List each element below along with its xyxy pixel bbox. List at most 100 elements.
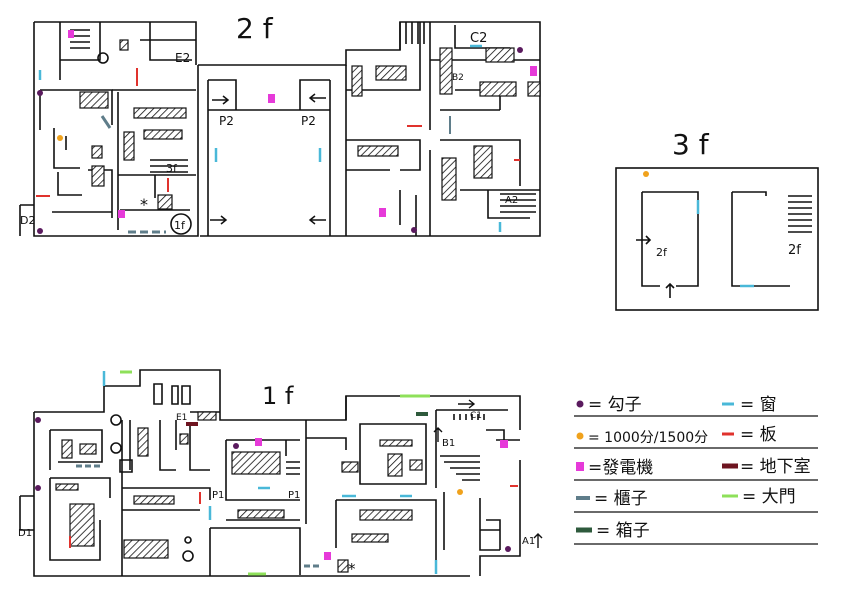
obstacle [387, 453, 403, 477]
generator-marker [530, 66, 537, 76]
point-b1-label: B1 [442, 438, 455, 449]
floor-3-title: 3 f [672, 128, 710, 161]
generator-marker [255, 438, 262, 446]
legend: = 勾子 = 窗 = 1000分/1500分 = 板 =發電機 = 地下室 = … [574, 395, 818, 545]
point-p2-right-label: P2 [301, 114, 316, 128]
stair-2f-arrow-label: 2f [656, 246, 668, 259]
hook-marker [233, 443, 239, 449]
point-p1-right-label: P1 [288, 490, 300, 501]
floor-3-markers [643, 171, 754, 288]
floor-1-plan [19, 369, 521, 577]
obstacle [441, 157, 457, 201]
obstacle [527, 81, 541, 97]
floor-1-markers [35, 370, 518, 576]
obstacle [79, 443, 97, 455]
legend-generator-swatch [576, 462, 584, 471]
obstacle [231, 451, 281, 475]
obstacle [337, 559, 349, 573]
obstacle [375, 65, 407, 81]
exit-c1-label: C1 [470, 411, 482, 421]
floor-2-markers [36, 30, 537, 234]
legend-exit-gate-label: = 大門 [742, 487, 796, 507]
obstacle [91, 145, 103, 159]
floor-2-title: 2 f [236, 12, 274, 45]
generator-marker [118, 210, 125, 218]
point-p2-left-label: P2 [219, 114, 234, 128]
obstacle [123, 539, 169, 559]
points-marker [57, 135, 63, 141]
obstacle [119, 39, 129, 51]
floor-3-labels: 3 f 2f 2f [656, 128, 801, 259]
obstacle [61, 439, 73, 459]
obstacle [79, 91, 109, 109]
generator-marker [268, 94, 275, 103]
legend-points-label: = 1000分/1500分 [588, 430, 708, 446]
obstacle [379, 439, 413, 447]
obstacle [479, 81, 517, 97]
obstacle [123, 131, 135, 161]
obstacle [69, 503, 95, 547]
obstacle [357, 145, 399, 157]
point-p1-left-label: P1 [212, 490, 224, 501]
floor-1-arrows [433, 399, 543, 548]
obstacle [341, 461, 359, 473]
exit-a2-label: A2 [505, 195, 518, 206]
legend-hook-label: = 勾子 [588, 395, 642, 415]
floor-1-title: 1 f [262, 382, 294, 410]
obstacle [91, 165, 105, 187]
generator-marker [324, 552, 331, 560]
floor-1-obstacles [55, 411, 423, 573]
spawn-marker: * [140, 195, 148, 214]
legend-window-label: = 窗 [740, 395, 777, 415]
exit-c2-label: C2 [470, 31, 487, 46]
obstacle [133, 495, 175, 505]
legend-chest-label: = 箱子 [596, 521, 650, 541]
generator-marker [500, 440, 508, 448]
exit-d2-label: D2 [20, 214, 35, 227]
obstacle [439, 47, 453, 95]
exit-a1-label: A1 [522, 536, 535, 547]
stair-2f-label: 2f [788, 243, 801, 258]
hook-marker [35, 417, 41, 423]
legend-hook-swatch [576, 400, 584, 408]
floor-3-plan [615, 167, 819, 311]
points-marker [643, 171, 649, 177]
floor-2-arrows [210, 93, 326, 225]
obstacle [197, 411, 217, 421]
obstacle [133, 107, 187, 119]
hook-marker [411, 227, 417, 233]
obstacle [351, 65, 363, 97]
obstacle [55, 483, 79, 491]
spawn-marker: * [348, 560, 356, 578]
hook-marker [35, 485, 41, 491]
obstacle [473, 145, 493, 179]
obstacle [179, 433, 189, 445]
obstacle [359, 509, 413, 521]
legend-points-swatch [576, 432, 584, 440]
floor-2-labels: 2 f E2 C2 P2 P2 B2 A2 D2 3f 1f * [20, 12, 518, 232]
floor-2-plan [19, 21, 541, 237]
generator-marker [68, 30, 74, 38]
point-b2-label: B2 [452, 73, 464, 83]
generator-marker [379, 208, 386, 217]
exit-e2-label: E2 [175, 51, 190, 65]
obstacle [157, 194, 173, 210]
floor-2-obstacles [79, 39, 541, 210]
hook-marker [517, 47, 523, 53]
legend-pallet-label: = 板 [740, 425, 777, 445]
exit-d1-label: D1 [18, 528, 32, 539]
hook-marker [37, 228, 43, 234]
points-marker [457, 489, 463, 495]
hook-marker [37, 90, 43, 96]
obstacle [351, 533, 389, 543]
exit-e1-label: E1 [176, 413, 187, 423]
legend-generator-label: =發電機 [588, 458, 653, 478]
locker-marker [100, 115, 112, 129]
legend-locker-label: = 櫃子 [594, 489, 648, 509]
obstacle [237, 509, 285, 519]
stair-3f-label: 3f [166, 162, 178, 175]
legend-basement-label: = 地下室 [740, 457, 811, 477]
stair-1f-label: 1f [174, 219, 186, 232]
hook-marker [505, 546, 511, 552]
